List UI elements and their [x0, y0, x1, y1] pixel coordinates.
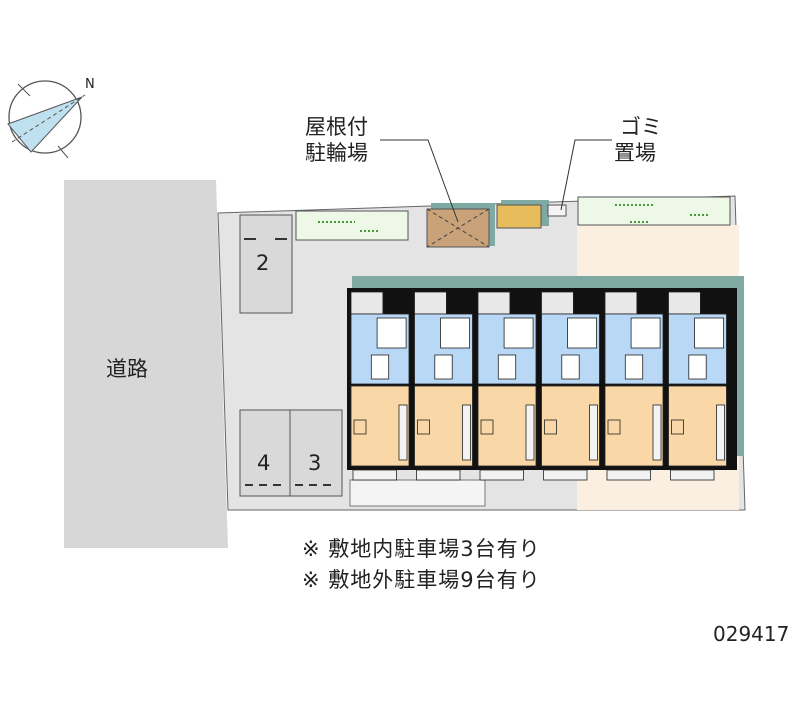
property-code: 029417 [713, 622, 790, 646]
window-unit [480, 419, 494, 435]
bicycle-label-line1: 屋根付 [305, 115, 368, 139]
kitchen [497, 354, 517, 380]
garbage-area [496, 200, 567, 229]
bathroom [630, 317, 661, 349]
entrance-porch [604, 291, 638, 315]
bicycle-shelter [426, 203, 495, 248]
north-label: N [85, 77, 95, 92]
road-label: 道路 [106, 357, 148, 381]
balcony [543, 469, 588, 481]
parking-number: 4 [257, 451, 271, 475]
balcony [479, 469, 524, 481]
closet [525, 404, 535, 461]
closet [716, 404, 725, 461]
balcony [670, 469, 715, 481]
entrance-porch [477, 291, 511, 315]
window-unit [607, 419, 621, 435]
closet [398, 404, 408, 461]
closet [462, 404, 471, 461]
window-unit [671, 419, 684, 435]
entrance-porch [414, 291, 447, 315]
balcony [416, 469, 461, 481]
closet [652, 404, 662, 461]
north-compass-icon [7, 80, 86, 159]
window-unit [544, 419, 557, 435]
bicycle-label-line2: 駐輪場 [305, 141, 368, 165]
balcony [352, 469, 397, 481]
bathroom [440, 317, 471, 349]
walkway [349, 479, 486, 507]
note-offsite-parking: ※ 敷地外駐車場9台有り [302, 568, 541, 592]
garbage-label-line2: 置場 [614, 141, 656, 165]
window-unit [417, 419, 430, 435]
planter [295, 210, 409, 241]
bathroom [376, 317, 407, 349]
window-unit [353, 419, 367, 435]
balcony [606, 469, 651, 481]
apartment-building [347, 276, 744, 481]
kitchen [561, 354, 580, 380]
kitchen [624, 354, 644, 380]
closet [589, 404, 598, 461]
kitchen [434, 354, 453, 380]
parking-number: 3 [308, 451, 322, 475]
parking-number: 2 [256, 251, 270, 275]
bathroom [694, 317, 724, 349]
bathroom [567, 317, 597, 349]
note-onsite-parking: ※ 敷地内駐車場3台有り [302, 537, 541, 561]
parking-space-2 [239, 214, 293, 314]
road [64, 180, 228, 548]
entrance-porch [541, 291, 574, 315]
entrance-porch [668, 291, 701, 315]
garbage-label-line1: ゴミ [620, 115, 662, 139]
parking-space-3 [289, 409, 343, 497]
kitchen [370, 354, 390, 380]
parking-space-4 [239, 409, 291, 497]
kitchen [688, 354, 707, 380]
bathroom [503, 317, 534, 349]
entrance-porch [350, 291, 384, 315]
planter [577, 196, 731, 226]
